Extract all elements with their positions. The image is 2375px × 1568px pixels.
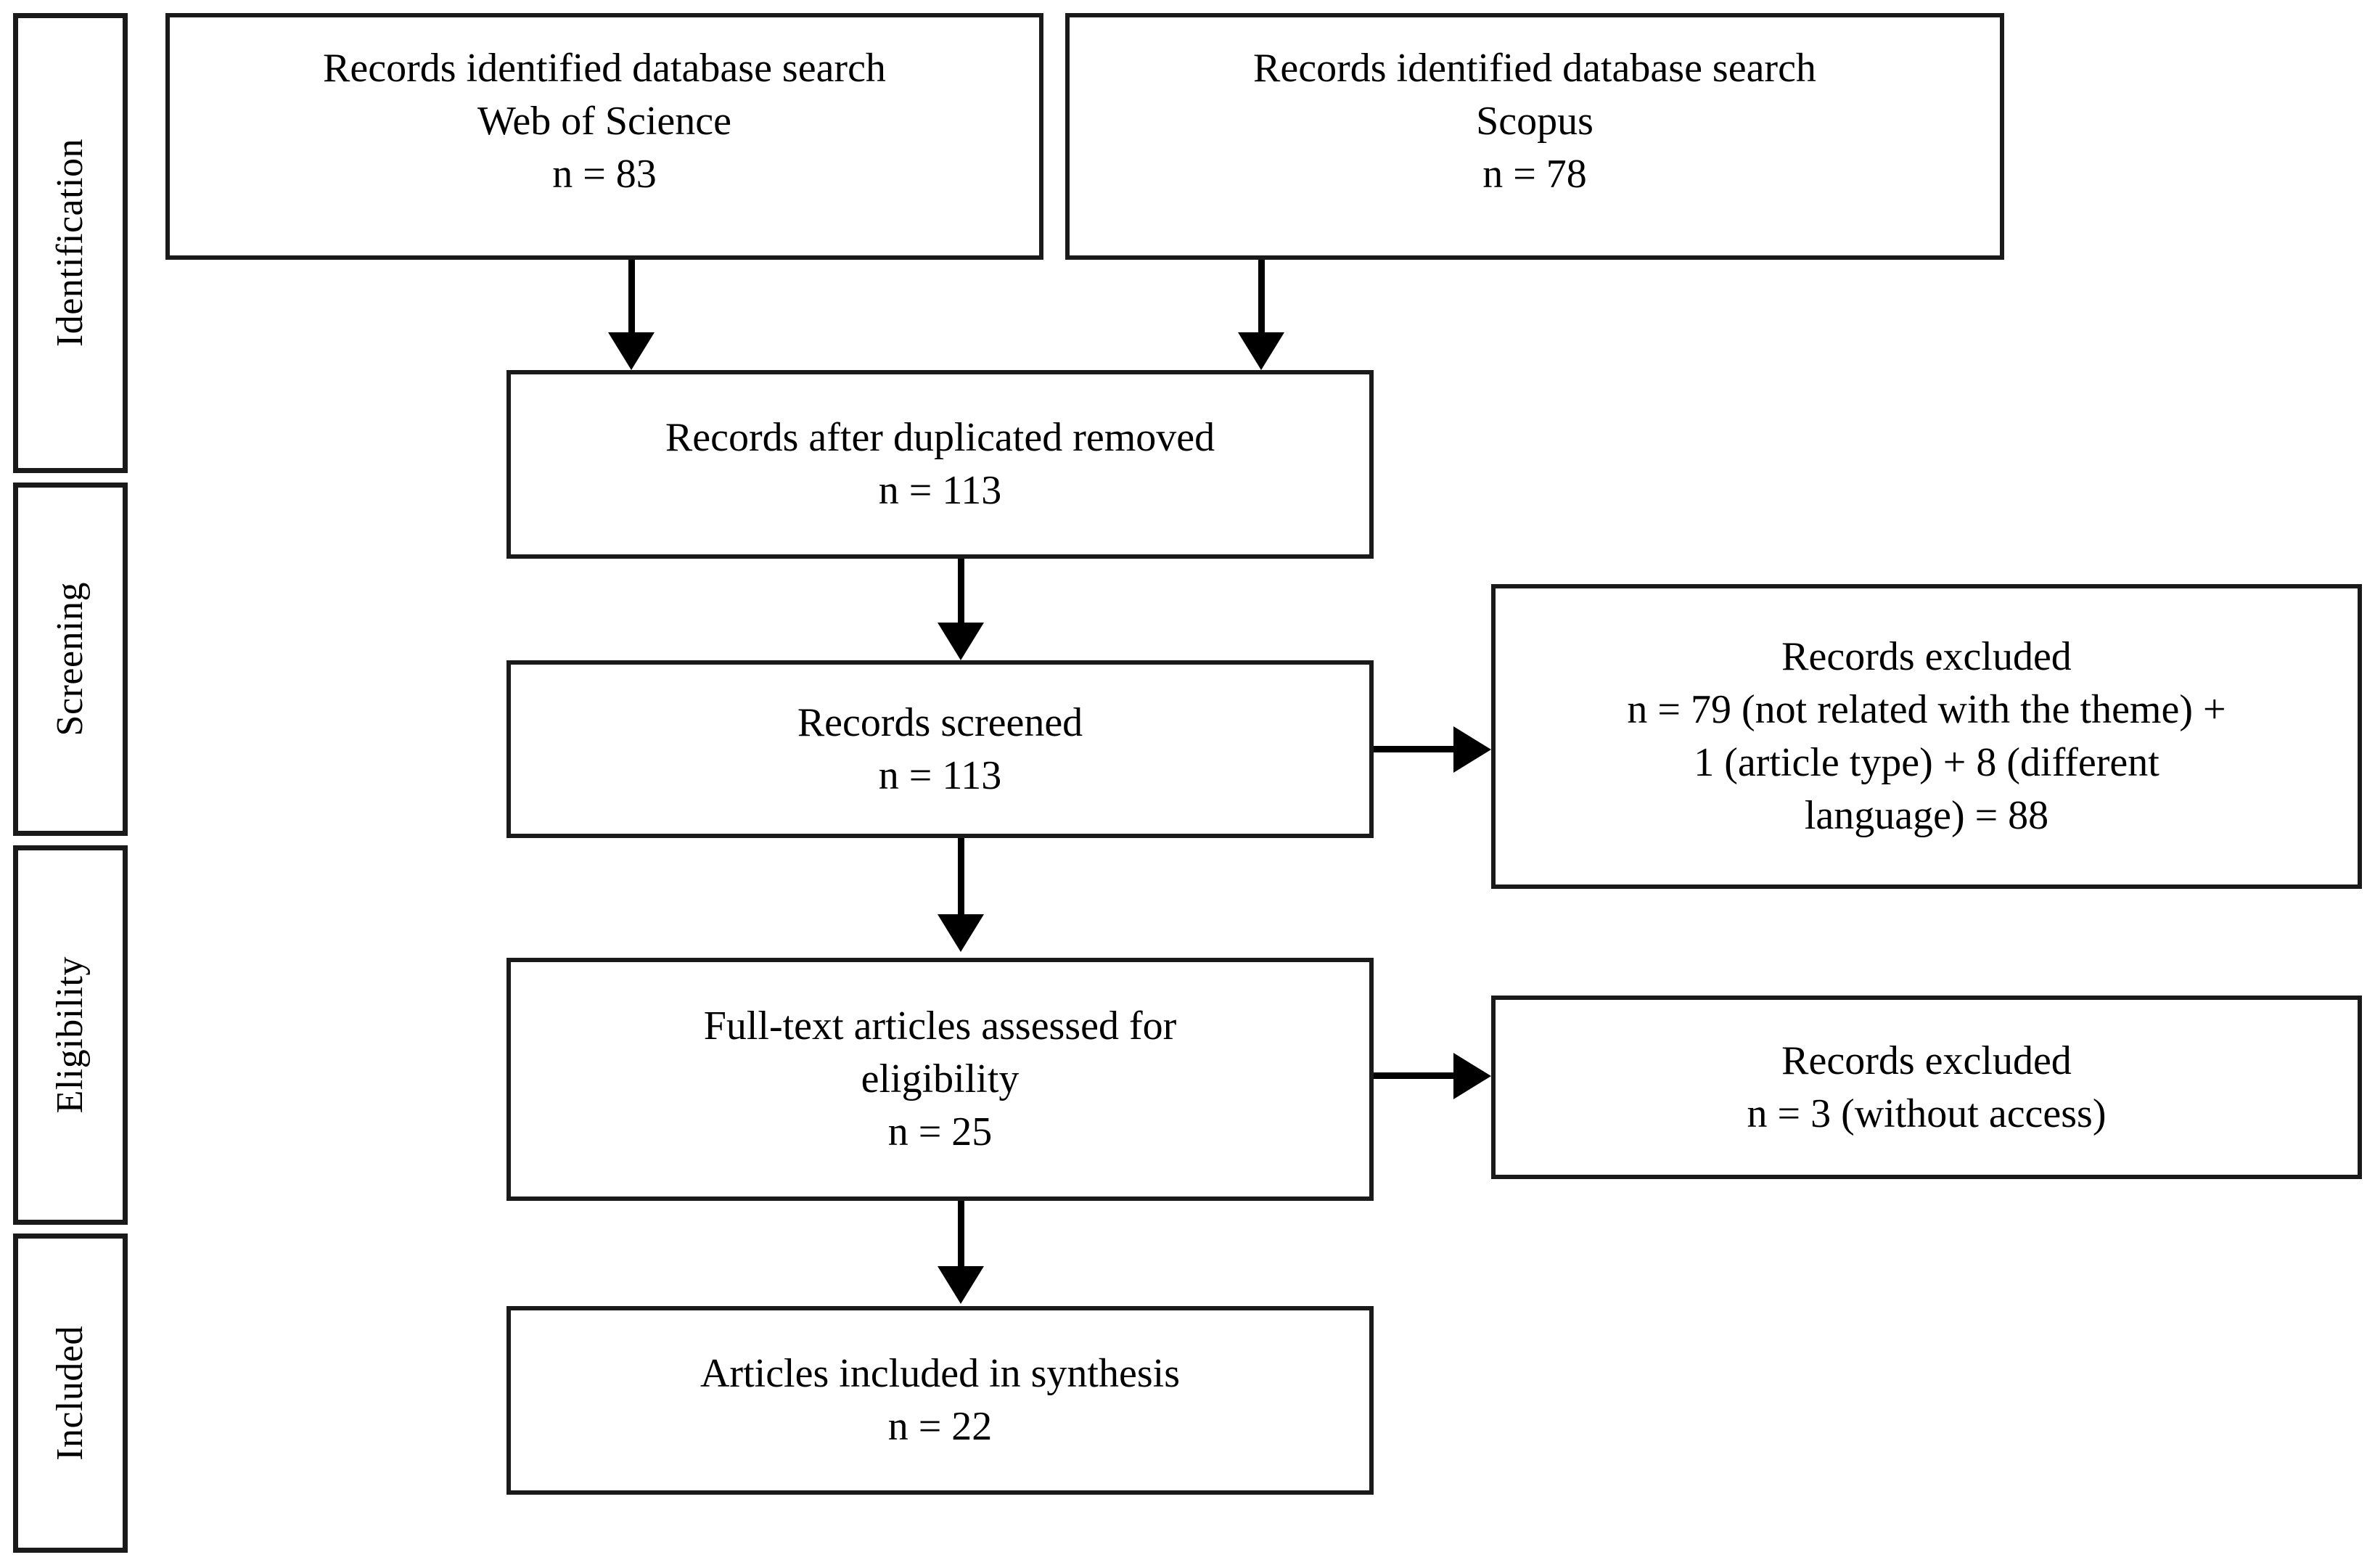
stage-box-identification: Identification [13, 13, 128, 473]
connector-fulltext-to-included [958, 1201, 964, 1270]
excluded-eligibility-line-1: Records excluded [1781, 1038, 2072, 1083]
stage-label-eligibility: Eligibility [49, 956, 91, 1114]
box-records-after-duplicated-removed: Records after duplicated removed n = 113 [506, 370, 1374, 559]
wos-line-2: Web of Science [477, 98, 731, 144]
arrowhead-screened-to-fulltext [938, 914, 984, 952]
excluded-screening-line-2: n = 79 (not related with the theme) + [1627, 687, 2226, 733]
excluded-screening-line-1: Records excluded [1781, 634, 2072, 680]
records-screened-count: n = 113 [878, 752, 1002, 798]
included-synthesis-line-1: Articles included in synthesis [700, 1351, 1180, 1397]
records-screened-line-1: Records screened [797, 699, 1083, 745]
stage-label-identification: Identification [49, 139, 91, 348]
arrowhead-duplicates-to-screened [938, 623, 984, 660]
arrowhead-wos-to-duplicates [608, 332, 655, 370]
connector-duplicates-to-screened [958, 559, 964, 628]
scopus-line-2: Scopus [1476, 98, 1593, 144]
stage-label-included: Included [49, 1326, 91, 1461]
stage-label-screening: Screening [49, 582, 91, 736]
connector-scopus-to-duplicates [1258, 260, 1265, 336]
wos-count: n = 83 [552, 151, 657, 197]
box-fulltext-articles-assessed: Full-text articles assessed for eligibil… [506, 958, 1374, 1201]
arrowhead-screened-to-excluded [1453, 726, 1491, 773]
connector-screened-to-excluded [1374, 746, 1455, 752]
excluded-eligibility-line-2: n = 3 (without access) [1747, 1091, 2107, 1136]
arrowhead-fulltext-to-included [938, 1266, 984, 1304]
box-records-screened: Records screened n = 113 [506, 660, 1374, 838]
stage-box-eligibility: Eligibility [13, 845, 128, 1225]
duplicates-removed-line-1: Records after duplicated removed [665, 415, 1215, 461]
duplicates-removed-count: n = 113 [878, 468, 1002, 513]
included-synthesis-count: n = 22 [887, 1404, 993, 1449]
arrowhead-fulltext-to-excluded [1453, 1053, 1491, 1099]
scopus-count: n = 78 [1482, 151, 1587, 197]
connector-wos-to-duplicates [628, 260, 635, 336]
stage-box-screening: Screening [13, 483, 128, 836]
box-records-identified-scopus: Records identified database search Scopu… [1065, 13, 2004, 260]
stage-box-included: Included [13, 1234, 128, 1553]
excluded-screening-line-3: 1 (article type) + 8 (different [1694, 740, 2159, 785]
box-records-identified-web-of-science: Records identified database search Web o… [165, 13, 1043, 260]
fulltext-count: n = 25 [887, 1109, 993, 1154]
box-articles-included-in-synthesis: Articles included in synthesis n = 22 [506, 1306, 1374, 1495]
box-records-excluded-screening: Records excluded n = 79 (not related wit… [1491, 584, 2362, 889]
fulltext-line-2: eligibility [861, 1056, 1020, 1102]
scopus-line-1: Records identified database search [1253, 46, 1816, 91]
wos-line-1: Records identified database search [323, 46, 886, 91]
excluded-screening-line-4: language) = 88 [1804, 792, 2049, 838]
fulltext-line-1: Full-text articles assessed for [703, 1003, 1177, 1049]
connector-screened-to-fulltext [958, 838, 964, 918]
arrowhead-scopus-to-duplicates [1238, 332, 1284, 370]
connector-fulltext-to-excluded [1374, 1072, 1455, 1079]
box-records-excluded-eligibility: Records excluded n = 3 (without access) [1491, 996, 2362, 1179]
